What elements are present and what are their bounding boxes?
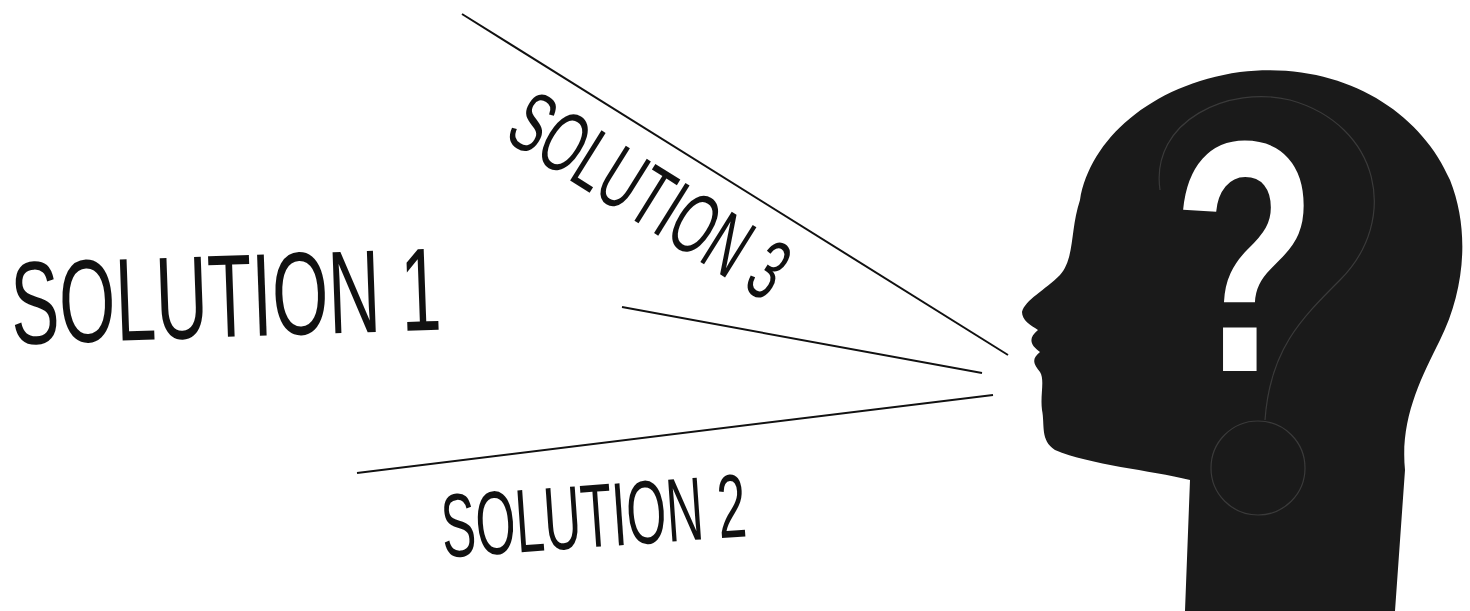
solution-label: SOLUTION 2	[439, 467, 749, 565]
question-mark: ?	[1172, 92, 1317, 422]
head-silhouette: ?	[1000, 60, 1470, 611]
head-silhouette-path	[1022, 70, 1462, 611]
solution-label: SOLUTION 1	[9, 238, 442, 353]
solution-label: SOLUTION 3	[499, 83, 801, 309]
ray-line	[462, 14, 1008, 355]
faint-question-dot	[1211, 421, 1305, 515]
ray-line	[357, 395, 993, 473]
ray-line	[622, 307, 982, 373]
